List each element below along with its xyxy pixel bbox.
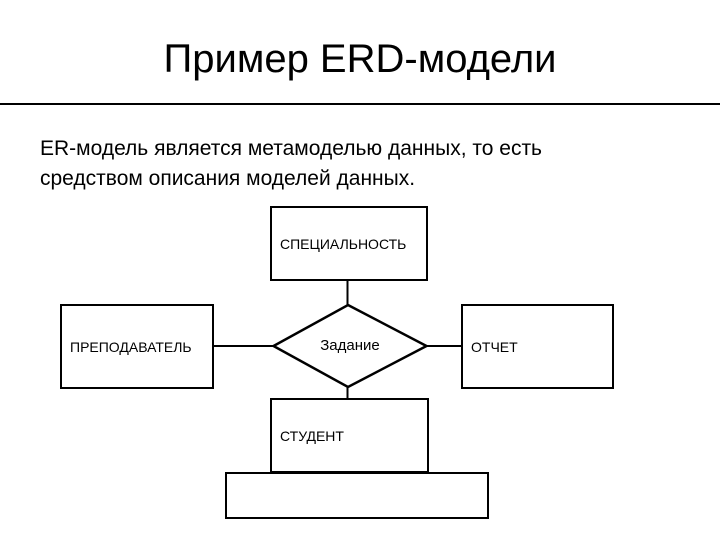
entity-box-specialty: СПЕЦИАЛЬНОСТЬ (270, 206, 428, 281)
body-text-line-2: средством описания моделей данных. (40, 167, 416, 190)
entity-label-student: СТУДЕНТ (280, 427, 344, 444)
entity-box-student: СТУДЕНТ (270, 398, 429, 473)
relationship-label: Задание (320, 337, 380, 354)
relationship-diamond (270, 303, 430, 389)
title-divider-line (0, 103, 720, 105)
entity-box-report: ОТЧЕТ (461, 304, 614, 389)
body-text-line-1: ER-модель является метамоделью данных, т… (40, 137, 543, 160)
entity-box-unlabeled (225, 472, 489, 519)
entity-label-report: ОТЧЕТ (471, 338, 518, 355)
body-text: ER-модель является метамоделью данных, т… (40, 134, 542, 194)
entity-box-teacher: ПРЕПОДАВАТЕЛЬ (60, 304, 214, 389)
entity-label-specialty: СПЕЦИАЛЬНОСТЬ (280, 235, 407, 252)
entity-label-teacher: ПРЕПОДАВАТЕЛЬ (70, 338, 192, 355)
slide-title: Пример ERD-модели (163, 37, 557, 81)
